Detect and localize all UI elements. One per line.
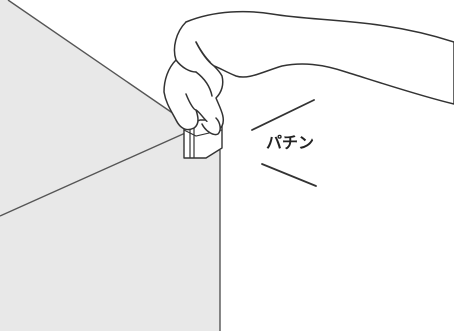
motion-line-lower xyxy=(262,164,316,186)
hand xyxy=(164,12,454,135)
sound-effect-label: パチン xyxy=(266,133,314,152)
motion-line-upper xyxy=(252,100,314,130)
